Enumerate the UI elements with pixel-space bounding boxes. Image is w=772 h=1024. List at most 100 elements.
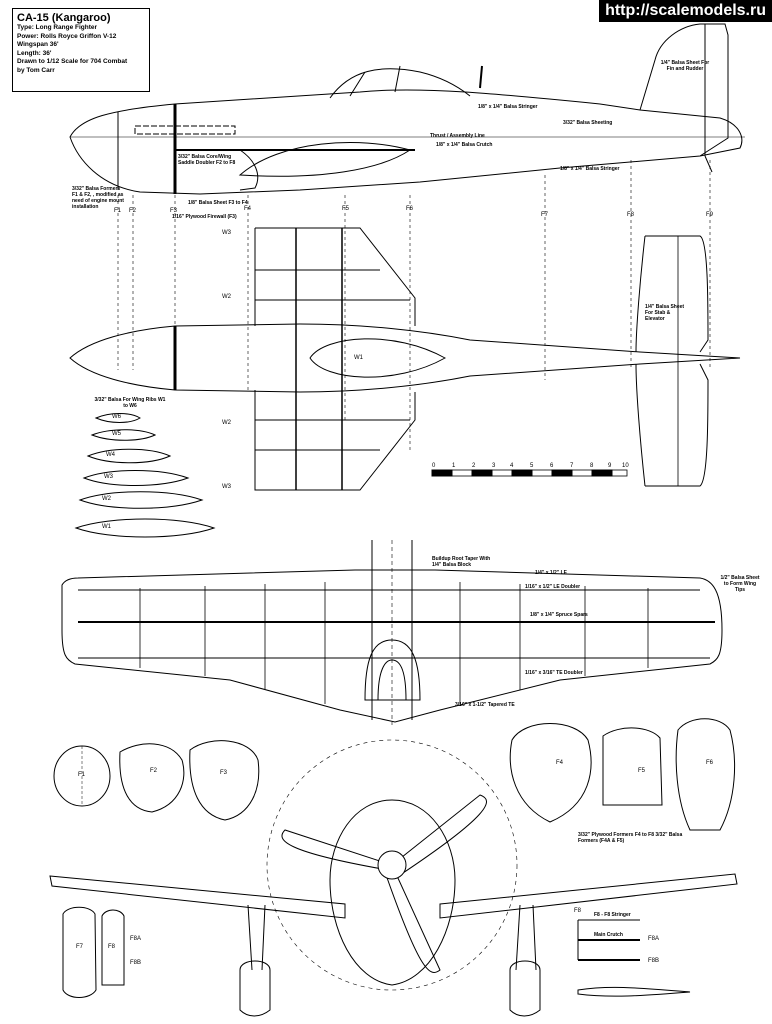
note-f8-stringer: F8 - F8 Stringer xyxy=(594,912,631,918)
scale-tick: 9 xyxy=(608,463,612,469)
fin xyxy=(639,23,729,157)
scale-tick: 10 xyxy=(622,463,629,469)
former-label: F1 xyxy=(78,772,86,778)
note-fin-sheet: 1/4" Balsa Sheet For Fin and Rudder xyxy=(660,60,710,72)
note-formers: 3/32" Balsa Formers F1 & F2, , modified … xyxy=(72,186,124,210)
wing-outline xyxy=(61,569,723,723)
station-label: F4 xyxy=(244,206,252,212)
fuselage-outline xyxy=(69,89,743,195)
note-stringer-top: 1/8" x 1/4" Balsa Stringer xyxy=(478,104,538,110)
former-label: F7 xyxy=(76,944,84,950)
fuselage-front xyxy=(329,799,456,986)
formers xyxy=(53,718,736,998)
note-le: 1/4" x 1/2" LE xyxy=(535,570,567,576)
note-te: 3/16" x 1-1/2" Tapered TE xyxy=(455,702,515,708)
wing-plan xyxy=(61,540,723,725)
note-plywood-firewall: 1/16" Plywood Firewall (F3) xyxy=(172,214,237,220)
note-rib-template: 3/32" Balsa For Wing Ribs W1 to W6 xyxy=(94,397,166,409)
former-label: F3 xyxy=(220,770,228,776)
scale-tick: 2 xyxy=(472,463,476,469)
former-label: F8 xyxy=(108,944,116,950)
note-te-doubler: 1/16" x 3/16" TE Doubler xyxy=(525,670,583,676)
station-lines xyxy=(117,160,711,450)
rib-station: W2 xyxy=(222,294,231,300)
scale-tick: 5 xyxy=(530,463,534,469)
former-label: F8B xyxy=(130,960,142,966)
rib-label: W1 xyxy=(102,524,111,530)
former-label: F6 xyxy=(706,760,714,766)
cockpit-plan xyxy=(309,338,447,378)
tailplane xyxy=(635,235,709,487)
scale-tick: 0 xyxy=(432,463,436,469)
top-view xyxy=(69,227,741,491)
watermark: http://scalemodels.ru xyxy=(599,0,772,22)
front-view xyxy=(49,739,738,1017)
note-main-crutch: Main Crutch xyxy=(594,932,623,938)
rib-templates xyxy=(74,413,216,538)
title-line: Length: 36' xyxy=(17,49,52,57)
crutch-details xyxy=(577,919,691,997)
note-former-material: 3/32" Plywood Formers F4 to F8 3/32" Bal… xyxy=(578,832,683,844)
rib-label: W5 xyxy=(112,431,121,437)
scale-tick: 6 xyxy=(550,463,554,469)
fuselage-wing-view xyxy=(364,540,421,720)
rib-station: W3 xyxy=(222,230,231,236)
canopy-frame xyxy=(349,65,401,97)
title-name: CA-15 (Kangaroo) xyxy=(17,12,111,24)
scale-tick: 7 xyxy=(570,463,574,469)
note-doubler: 3/32" Balsa Core/Wing Saddle Doubler F2 … xyxy=(178,154,236,166)
note-balsa-sheet-f3: 1/8" Balsa Sheet F3 to F4 xyxy=(188,200,248,206)
station-label: F5 xyxy=(342,206,350,212)
note-buildup: Buildup Root Taper With 1/4" Balsa Block xyxy=(432,556,491,568)
radiator-scoop xyxy=(239,149,259,191)
note-tip: 1/2" Balsa Sheet to Form Wing Tips xyxy=(720,575,760,593)
station-label: F3 xyxy=(170,208,178,214)
station-label: F8 xyxy=(627,212,635,218)
former-label: F5 xyxy=(638,768,646,774)
title-line: Type: Long Range Fighter xyxy=(17,24,98,31)
title-line: Drawn to 1/12 Scale for 704 Combat xyxy=(17,58,128,65)
former-label: F2 xyxy=(150,768,158,774)
rib-station: W1 xyxy=(354,355,363,361)
rib-station: W2 xyxy=(222,420,231,426)
scale-tick: 3 xyxy=(492,463,496,469)
canopy xyxy=(329,68,471,99)
former-label: F8 xyxy=(574,908,582,914)
title-block: CA-15 (Kangaroo) Type: Long Range Fighte… xyxy=(12,8,150,92)
rib-label: W2 xyxy=(102,496,111,502)
title-line: Wingspan 36' xyxy=(17,41,59,48)
title-line: Power: Rolls Royce Griffon V-12 xyxy=(17,32,117,40)
right-wing-front xyxy=(439,873,738,919)
note-le-doubler: 1/16" x 1/2" LE Doubler xyxy=(525,584,581,590)
station-label: F7 xyxy=(541,212,549,218)
station-label: F2 xyxy=(129,208,137,214)
antenna xyxy=(479,65,483,89)
note-spars: 1/8" x 1/4" Spruce Spars xyxy=(530,612,588,618)
note-crutch: 1/8" x 1/4" Balsa Crutch xyxy=(436,142,493,148)
station-label: F1 xyxy=(114,208,122,214)
tail-wheel xyxy=(704,155,713,173)
rib-label: W3 xyxy=(104,474,113,480)
scale-tick: 1 xyxy=(452,463,456,469)
exhaust-stacks xyxy=(134,125,236,135)
title-line: by Tom Carr xyxy=(17,66,55,74)
former-label: F8A xyxy=(648,936,660,942)
note-tail-sheet: 1/4" Balsa Sheet For Stab & Elevator xyxy=(645,304,685,322)
left-wing-front xyxy=(49,875,346,919)
station-label: F6 xyxy=(406,206,414,212)
station-label: F9 xyxy=(706,212,714,218)
note-sheeting: 3/32" Balsa Sheeting xyxy=(563,120,613,126)
rib-label: W6 xyxy=(112,414,121,420)
left-wing-plan xyxy=(254,227,416,326)
rib-label: W4 xyxy=(106,452,115,458)
former-label: F8A xyxy=(130,936,142,942)
rib-station: W3 xyxy=(222,484,231,490)
wing-saddle xyxy=(238,141,412,177)
note-thrust: Thrust / Assembly Line xyxy=(430,133,485,139)
scale-tick: 8 xyxy=(590,463,594,469)
former-label: F4 xyxy=(556,760,564,766)
scale-tick: 4 xyxy=(510,463,514,469)
fuselage-plan xyxy=(69,323,741,393)
former-label: F8B xyxy=(648,958,660,964)
